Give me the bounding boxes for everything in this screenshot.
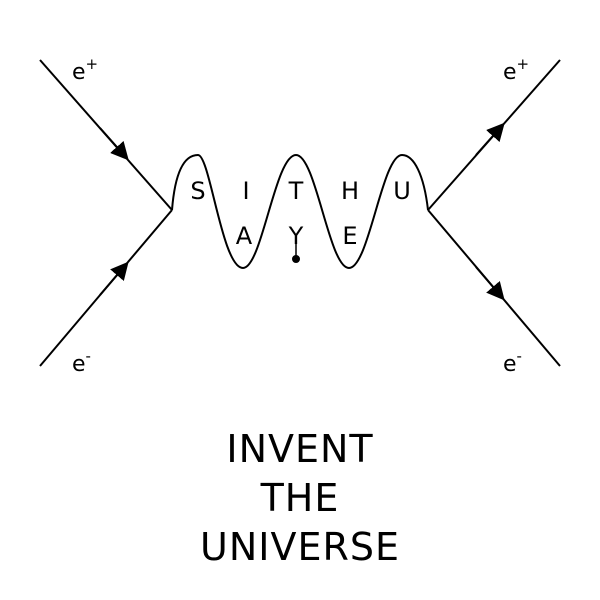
wave-letter: A	[236, 222, 253, 250]
caption: INVENT THE UNIVERSE	[200, 427, 400, 569]
particle-label-bottom-left: e-	[72, 347, 91, 377]
wave-letter: Y	[288, 222, 304, 250]
wave-letter: S	[190, 177, 205, 205]
caption-line-2: THE	[260, 476, 340, 520]
caption-line-3: UNIVERSE	[200, 525, 400, 569]
arrow-top-right	[475, 122, 505, 156]
pendulum-mark	[292, 244, 300, 263]
photon-wave	[171, 153, 429, 270]
arrow-top-left	[99, 127, 129, 161]
particle-label-top-left: e+	[72, 55, 98, 85]
caption-line-1: INVENT	[226, 427, 373, 471]
wave-letter: E	[342, 222, 357, 250]
fermion-arrows	[99, 122, 505, 301]
wave-letter: H	[341, 177, 359, 205]
wave-letter: I	[242, 177, 249, 205]
wave-letter: U	[393, 177, 411, 205]
wave-letter: T	[288, 177, 304, 205]
arrow-bottom-right	[475, 266, 505, 301]
wave-letters: S I T H U A Y E	[190, 177, 410, 250]
particle-label-top-right: e+	[503, 55, 529, 85]
fermion-lines	[39, 59, 561, 367]
particle-label-bottom-right: e-	[503, 347, 522, 377]
arrow-bottom-left	[99, 261, 129, 296]
